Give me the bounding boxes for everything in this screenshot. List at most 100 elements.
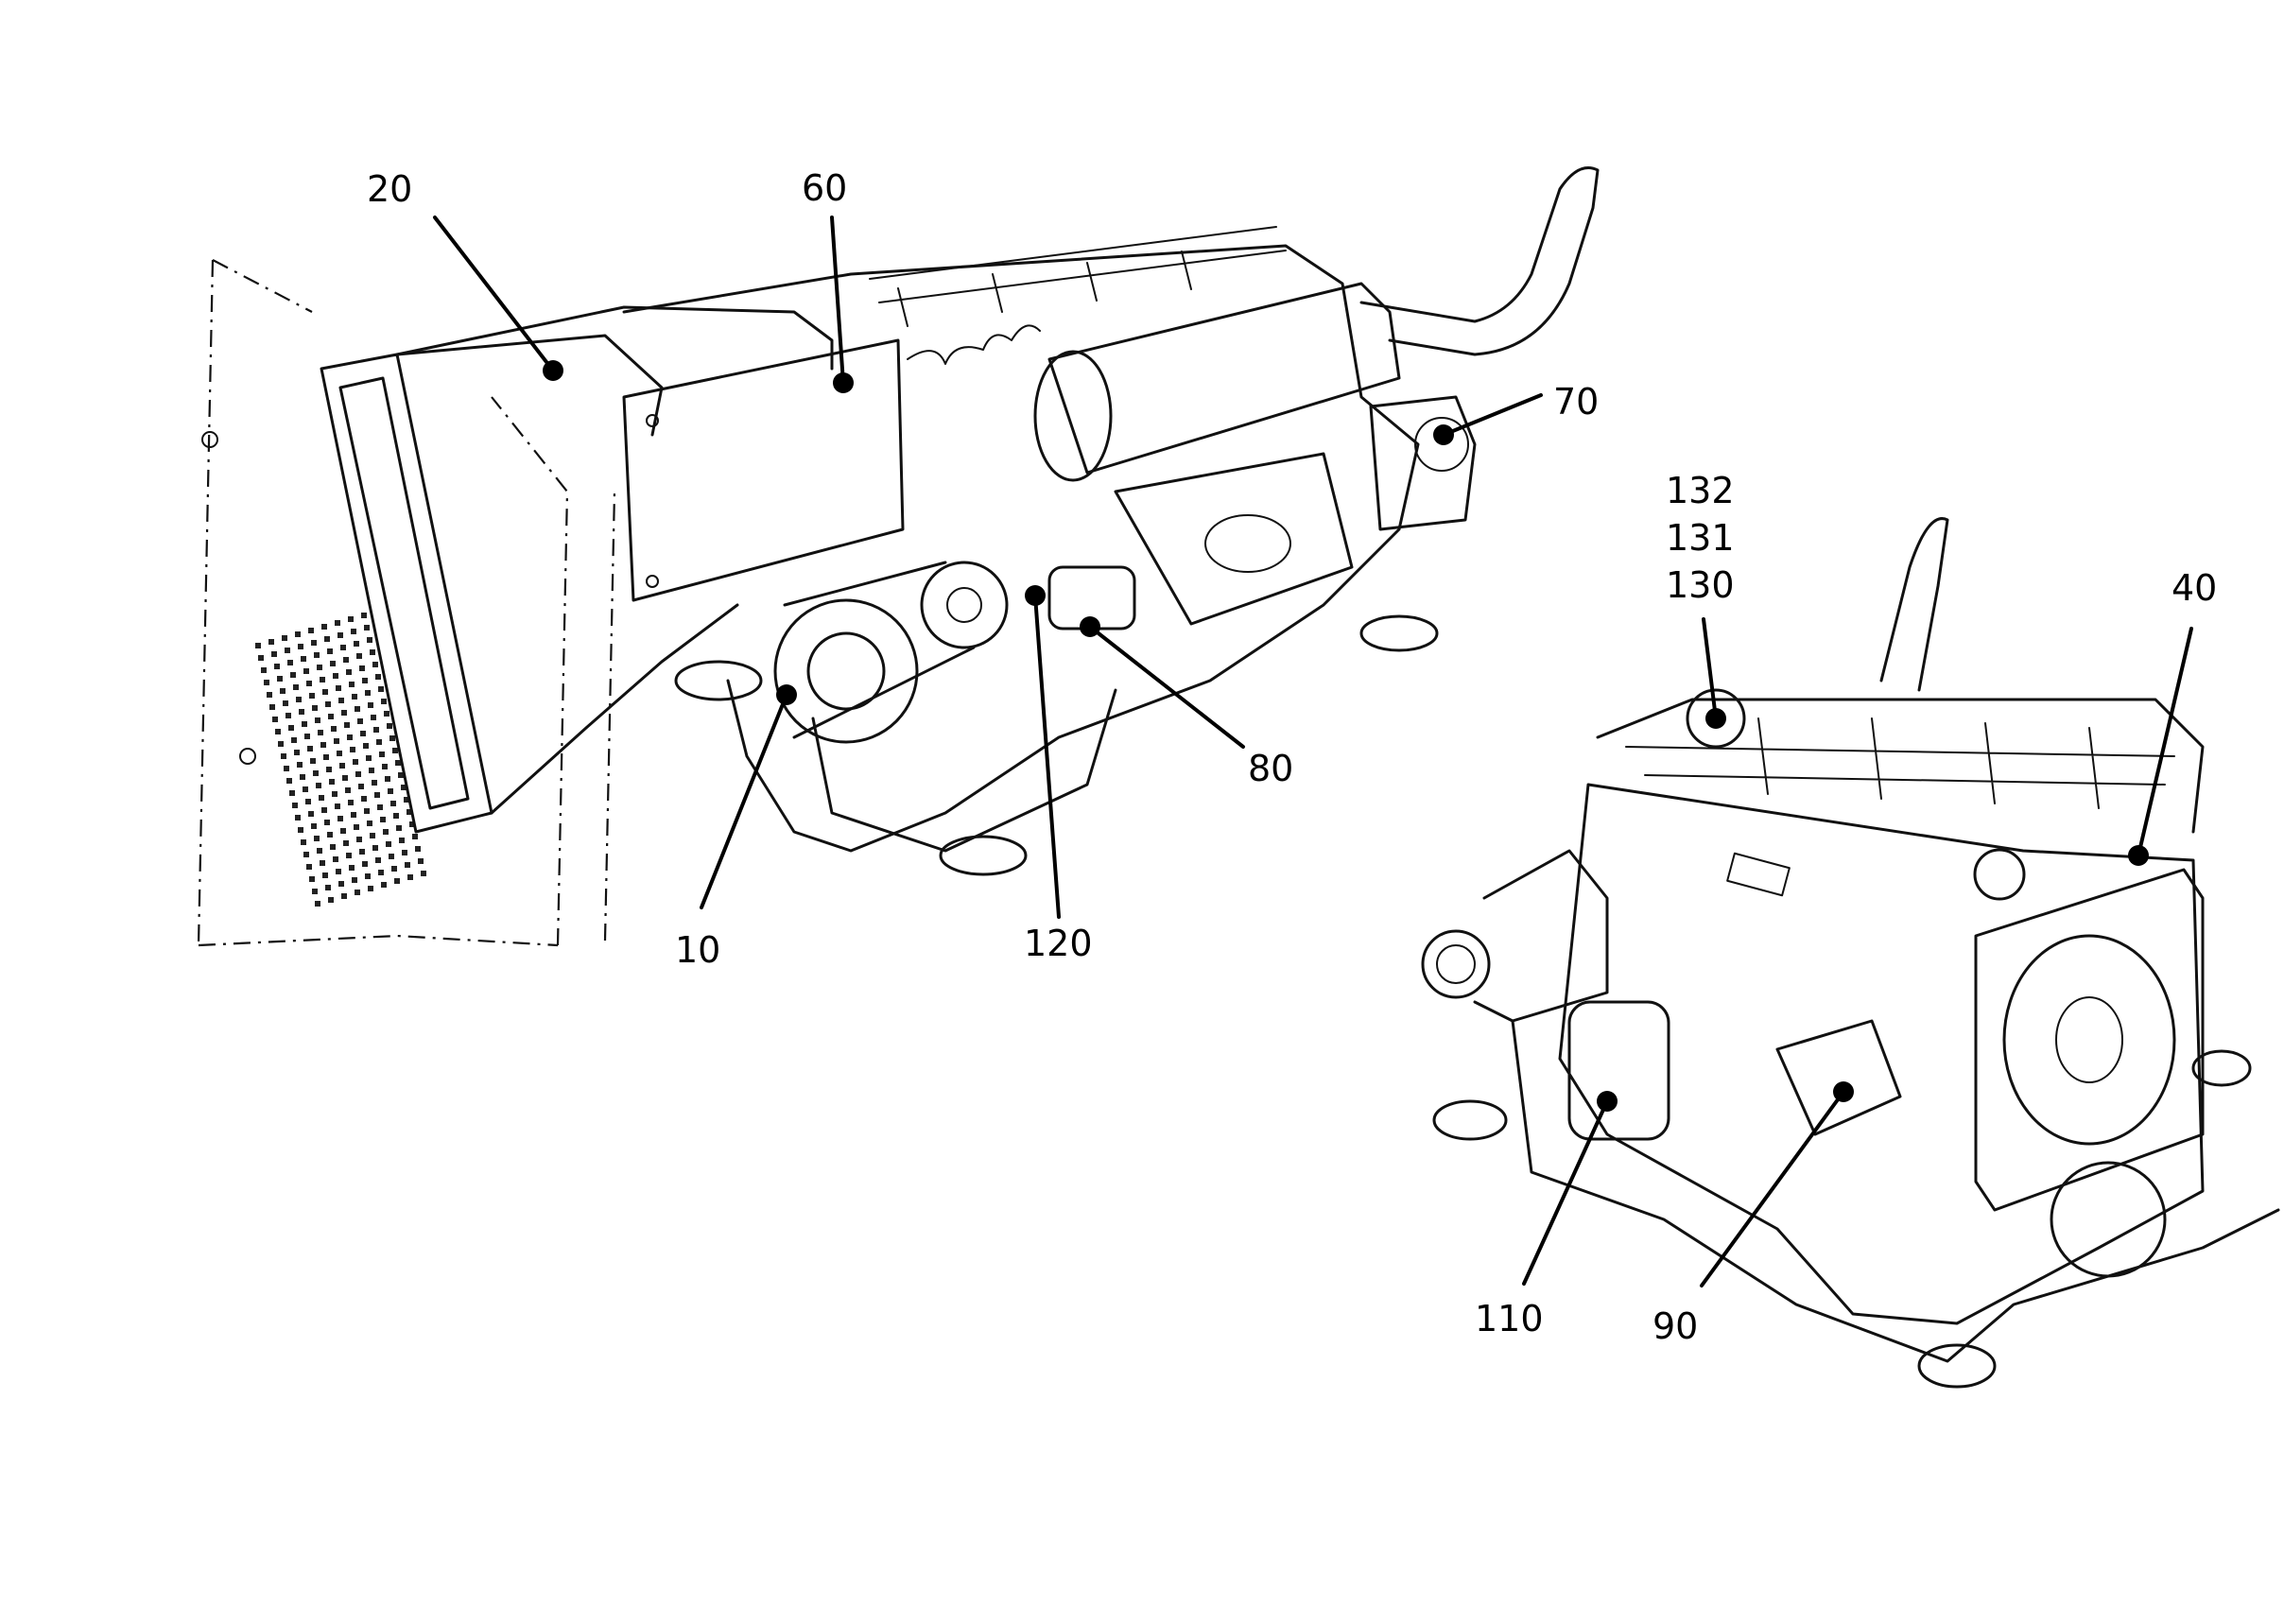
- grille-hole: [306, 681, 312, 686]
- grille-hole: [340, 828, 346, 834]
- grille-hole: [384, 711, 389, 717]
- grille-hole: [308, 628, 314, 633]
- grille-hole: [330, 661, 336, 666]
- dot-120: [1025, 585, 1046, 606]
- grille-hole: [365, 873, 371, 879]
- fan-shroud: [1974, 868, 2205, 1212]
- grille-hole: [382, 764, 388, 769]
- grille-hole: [364, 808, 370, 814]
- grille-hole: [328, 897, 334, 903]
- grille-hole: [336, 685, 341, 691]
- oil-filler-cap-2: [1973, 848, 2026, 901]
- leader-80: [1088, 625, 1245, 749]
- grille-hole: [320, 677, 325, 682]
- grille-hole: [307, 746, 313, 752]
- left-engine-illustration: [197, 166, 1600, 947]
- grille-hole: [298, 644, 303, 649]
- grille-hole: [291, 737, 297, 743]
- grille-hole: [370, 649, 375, 655]
- grille-hole: [391, 866, 397, 872]
- grille-hole: [407, 874, 413, 880]
- dot-60: [833, 372, 854, 393]
- grille-hole: [357, 718, 363, 724]
- grille-hole: [364, 625, 370, 631]
- grille-hole: [361, 796, 367, 802]
- grille-hole: [309, 876, 315, 882]
- grille-hole: [304, 734, 310, 739]
- grille-hole: [277, 676, 283, 682]
- dot-40: [2128, 845, 2149, 866]
- grille-hole: [301, 839, 306, 845]
- alternator-hub: [946, 587, 982, 623]
- grille-hole: [337, 816, 343, 821]
- grille-hole: [387, 723, 392, 729]
- grille-hole: [376, 739, 382, 745]
- grille-hole: [343, 840, 349, 846]
- grille-hole: [401, 785, 407, 790]
- grille-hole: [379, 752, 385, 757]
- grille-hole: [415, 846, 421, 852]
- grille-hole: [332, 791, 337, 797]
- grille-hole: [258, 655, 264, 661]
- engine-mount: [674, 660, 763, 701]
- grille-hole: [322, 872, 328, 878]
- grille-hole: [388, 788, 393, 794]
- grille-hole: [300, 774, 305, 780]
- grille-hole: [380, 817, 386, 822]
- grille-hole: [393, 813, 399, 819]
- grille-hole: [287, 660, 293, 665]
- grille-hole: [320, 860, 325, 866]
- grille-hole: [362, 861, 368, 867]
- grille-hole: [386, 841, 391, 847]
- grille-hole: [395, 760, 401, 766]
- grille-hole: [375, 674, 381, 680]
- grille-hole: [267, 692, 272, 698]
- cylinder-row: [1625, 717, 2175, 809]
- grille-hole: [337, 751, 342, 756]
- fuel-pump-housing: [1114, 452, 1354, 626]
- grille-hole: [350, 747, 355, 752]
- grille-hole: [321, 624, 327, 630]
- grille-hole: [360, 731, 366, 736]
- grille-hole: [337, 632, 343, 638]
- leader-90: [1700, 1090, 1845, 1287]
- callout-120: 120: [1024, 923, 1093, 964]
- grille-hole: [303, 668, 309, 674]
- dot-70: [1433, 424, 1454, 445]
- grille-hole: [394, 878, 400, 884]
- grille-hole: [355, 771, 361, 777]
- grille-hole: [327, 648, 333, 654]
- grille-hole: [286, 778, 292, 784]
- grille-hole: [355, 706, 360, 712]
- callout-131: 131: [1666, 517, 1735, 559]
- grille-hole: [377, 804, 383, 810]
- engine-mount: [939, 835, 1028, 876]
- turbo-housing: [1369, 395, 1477, 531]
- oil-pan: [811, 688, 1117, 853]
- grille-hole: [295, 815, 301, 821]
- grille-hole: [324, 820, 330, 825]
- leader-70: [1442, 393, 1543, 437]
- grille-hole: [299, 709, 304, 715]
- right-engine-illustration: [1421, 517, 2280, 1389]
- grille-hole: [363, 743, 369, 749]
- grille-hole: [340, 645, 346, 650]
- grille-hole: [320, 742, 326, 748]
- callout-60: 60: [802, 167, 847, 209]
- grille-hole: [338, 881, 344, 887]
- grille-hole: [351, 812, 356, 818]
- grille-hole: [316, 783, 321, 788]
- oil-filler-cap: [1686, 688, 1746, 749]
- grille-hole: [288, 725, 294, 731]
- callout-80: 80: [1248, 748, 1293, 789]
- grille-hole: [351, 629, 356, 634]
- cooling-cover: [622, 338, 905, 602]
- grille-hole: [354, 641, 359, 647]
- grille-hole: [402, 850, 407, 855]
- grille-hole: [333, 856, 338, 862]
- grille-hole: [339, 763, 345, 769]
- muffler-body: [1047, 282, 1401, 475]
- spring-coil: [907, 324, 1041, 365]
- grille-hole: [375, 857, 381, 863]
- dot-130: [1705, 708, 1726, 729]
